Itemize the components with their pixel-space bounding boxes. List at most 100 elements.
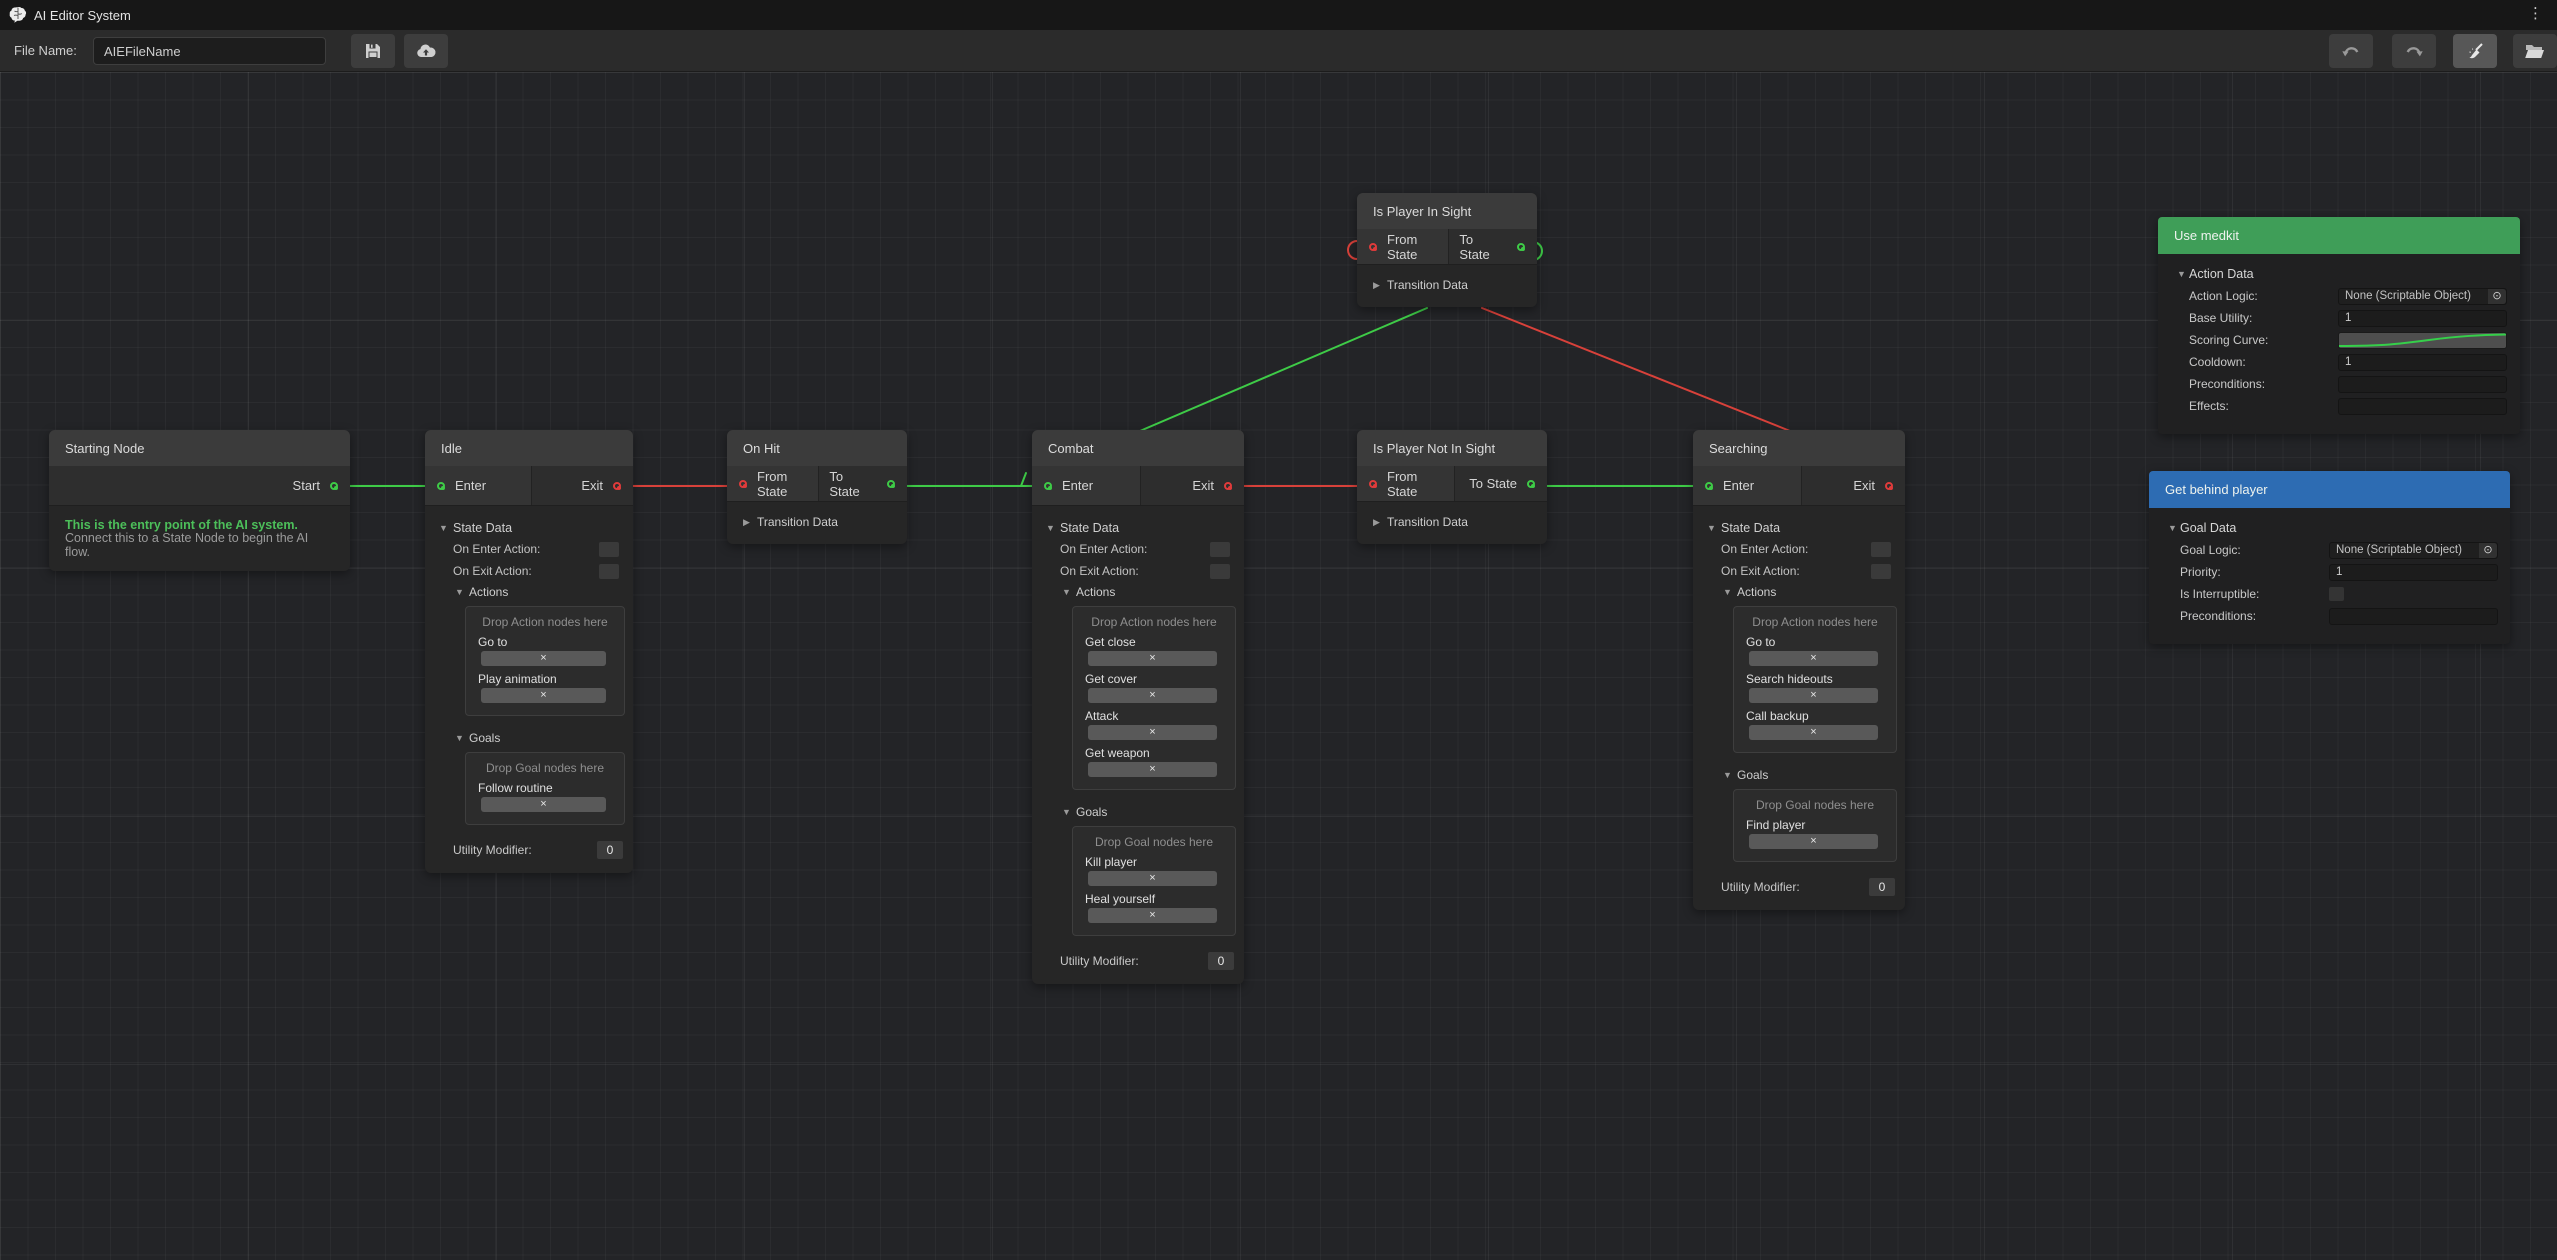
action-item-remove-button[interactable]: × [1088, 762, 1217, 777]
red-port-icon[interactable] [1369, 243, 1377, 251]
node-state[interactable]: CombatEnterExit▼State DataOn Enter Actio… [1032, 430, 1244, 984]
checkbox-field[interactable] [2329, 587, 2344, 601]
action-item-remove-button[interactable]: × [1088, 688, 1217, 703]
on-exit-action-field[interactable] [599, 564, 619, 579]
action-item-remove-button[interactable]: × [481, 651, 606, 666]
on-exit-action-field[interactable] [1210, 564, 1230, 579]
green-port-icon[interactable] [330, 482, 338, 490]
object-picker-icon[interactable]: ⊙ [2479, 543, 2497, 558]
panel-title-bar[interactable]: Get behind player [2149, 471, 2510, 508]
red-port-icon[interactable] [613, 482, 621, 490]
goal-dropzone[interactable]: Drop Goal nodes hereFollow routine× [465, 752, 625, 825]
action-dropzone[interactable]: Drop Action nodes hereGo to×Play animati… [465, 606, 625, 716]
text-field[interactable] [2338, 376, 2507, 393]
actions-foldout[interactable]: ▼Actions [1693, 582, 1905, 602]
object-reference-field[interactable]: None (Scriptable Object)⊙ [2338, 288, 2507, 305]
node-state[interactable]: SearchingEnterExit▼State DataOn Enter Ac… [1693, 430, 1905, 910]
node-title-bar[interactable]: Is Player In Sight [1357, 193, 1537, 229]
action-item-remove-button[interactable]: × [1749, 725, 1878, 740]
red-port-icon[interactable] [1224, 482, 1232, 490]
edge[interactable] [1008, 473, 1026, 486]
object-picker-icon[interactable]: ⊙ [2488, 289, 2506, 304]
panel-title-bar[interactable]: Use medkit [2158, 217, 2520, 254]
state-data-foldout[interactable]: ▼State Data [1693, 518, 1905, 538]
text-field[interactable]: 1 [2329, 564, 2498, 581]
object-reference-field[interactable]: None (Scriptable Object)⊙ [2329, 542, 2498, 559]
goal-data-foldout[interactable]: ▼Goal Data [2168, 518, 2497, 538]
clean-graph-button[interactable] [2453, 34, 2497, 68]
open-file-button[interactable] [2513, 34, 2557, 68]
node-title-bar[interactable]: Starting Node [49, 430, 350, 466]
goal-inspector-panel[interactable]: Get behind player▼Goal DataGoal Logic:No… [2149, 471, 2510, 644]
edge[interactable] [1140, 308, 1427, 431]
actions-foldout[interactable]: ▼Actions [1032, 582, 1244, 602]
action-item-remove-button[interactable]: × [1749, 688, 1878, 703]
goals-foldout[interactable]: ▼Goals [1032, 802, 1244, 822]
red-port-icon[interactable] [1885, 482, 1893, 490]
node-title-bar[interactable]: Is Player Not In Sight [1357, 430, 1547, 466]
on-enter-action-field[interactable] [1210, 542, 1230, 557]
goal-dropzone[interactable]: Drop Goal nodes hereFind player× [1733, 789, 1897, 862]
green-port-icon[interactable] [437, 482, 445, 490]
on-exit-action-field[interactable] [1871, 564, 1891, 579]
edge[interactable] [1482, 308, 1790, 431]
node-start[interactable]: Starting NodeStartThis is the entry poin… [49, 430, 350, 571]
state-data-foldout[interactable]: ▼State Data [1032, 518, 1244, 538]
text-field[interactable] [2329, 608, 2498, 625]
utility-modifier-field[interactable]: 0 [1208, 952, 1234, 970]
node-transition[interactable]: Is Player In SightFrom StateTo State▶Tra… [1357, 193, 1537, 307]
goal-item-label: Kill player [1073, 853, 1235, 871]
goal-item-remove-button[interactable]: × [1088, 908, 1217, 923]
goal-item-remove-button[interactable]: × [1088, 871, 1217, 886]
edge[interactable] [1348, 241, 1357, 259]
utility-modifier-field[interactable]: 0 [597, 841, 623, 859]
node-title-bar[interactable]: Combat [1032, 430, 1244, 466]
goal-item-remove-button[interactable]: × [1749, 834, 1878, 849]
action-item-remove-button[interactable]: × [1088, 651, 1217, 666]
goals-foldout[interactable]: ▼Goals [1693, 765, 1905, 785]
red-port-icon[interactable] [739, 480, 747, 488]
cloud-upload-button[interactable] [404, 34, 448, 68]
transition-data-foldout[interactable]: ▶Transition Data [1357, 275, 1537, 295]
save-button[interactable] [351, 34, 395, 68]
green-port-icon[interactable] [1705, 482, 1713, 490]
on-enter-action-field[interactable] [1871, 542, 1891, 557]
action-dropzone[interactable]: Drop Action nodes hereGo to×Search hideo… [1733, 606, 1897, 753]
node-body: ▼State DataOn Enter Action:On Exit Actio… [1693, 506, 1905, 910]
action-item-remove-button[interactable]: × [1749, 651, 1878, 666]
green-port-icon[interactable] [887, 480, 895, 488]
node-transition[interactable]: On HitFrom StateTo State▶Transition Data [727, 430, 907, 544]
on-enter-action-field[interactable] [599, 542, 619, 557]
node-title-bar[interactable]: Searching [1693, 430, 1905, 466]
goal-item-remove-button[interactable]: × [481, 797, 606, 812]
redo-button[interactable] [2392, 34, 2436, 68]
red-port-icon[interactable] [1369, 480, 1377, 488]
transition-data-foldout[interactable]: ▶Transition Data [1357, 512, 1547, 532]
green-port-icon[interactable] [1044, 482, 1052, 490]
green-port-icon[interactable] [1517, 243, 1525, 251]
action-inspector-panel[interactable]: Use medkit▼Action DataAction Logic:None … [2158, 217, 2520, 434]
action-item-remove-button[interactable]: × [1088, 725, 1217, 740]
green-port-icon[interactable] [1527, 480, 1535, 488]
node-title-bar[interactable]: Idle [425, 430, 633, 466]
curve-field[interactable] [2338, 332, 2507, 349]
undo-button[interactable] [2329, 34, 2373, 68]
node-state[interactable]: IdleEnterExit▼State DataOn Enter Action:… [425, 430, 633, 873]
text-field[interactable]: 1 [2338, 354, 2507, 371]
action-data-foldout[interactable]: ▼Action Data [2177, 264, 2507, 284]
goals-foldout[interactable]: ▼Goals [425, 728, 633, 748]
utility-modifier-field[interactable]: 0 [1869, 878, 1895, 896]
file-name-input[interactable] [93, 37, 326, 65]
node-title-bar[interactable]: On Hit [727, 430, 907, 466]
transition-data-foldout[interactable]: ▶Transition Data [727, 512, 907, 532]
text-field[interactable] [2338, 398, 2507, 415]
node-transition[interactable]: Is Player Not In SightFrom StateTo State… [1357, 430, 1547, 544]
state-data-foldout[interactable]: ▼State Data [425, 518, 633, 538]
actions-foldout[interactable]: ▼Actions [425, 582, 633, 602]
goal-dropzone[interactable]: Drop Goal nodes hereKill player×Heal you… [1072, 826, 1236, 936]
text-field[interactable]: 1 [2338, 310, 2507, 327]
action-dropzone[interactable]: Drop Action nodes hereGet close×Get cove… [1072, 606, 1236, 790]
action-item-remove-button[interactable]: × [481, 688, 606, 703]
kebab-menu-icon[interactable]: ⋮ [2528, 4, 2543, 22]
